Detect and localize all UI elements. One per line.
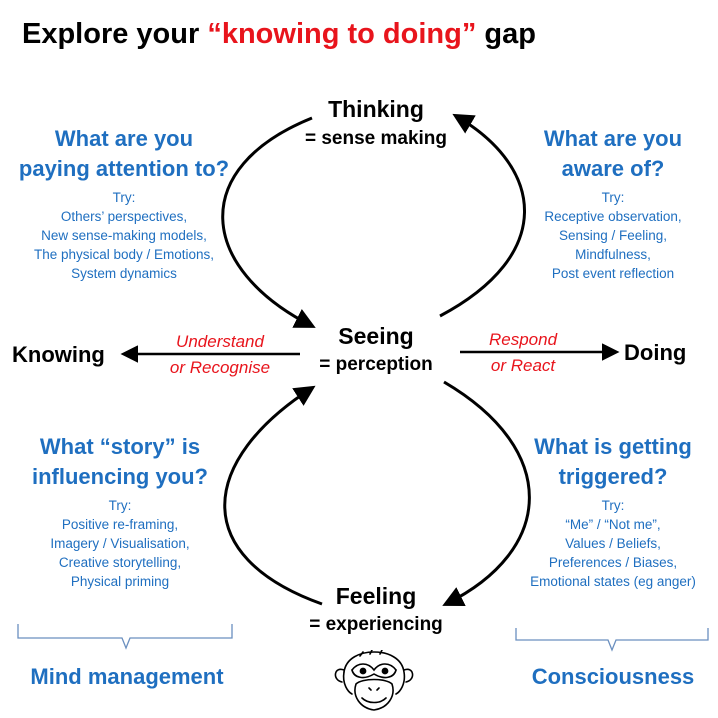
question-line: paying attention to? — [18, 156, 230, 181]
question-top-left: What are you paying attention to? — [0, 124, 248, 184]
question-line: triggered? — [558, 464, 668, 489]
node-knowing: Knowing — [12, 342, 105, 367]
try-item: Others’ perspectives, — [60, 209, 188, 224]
arrow-label-right: Respond or React — [468, 327, 578, 379]
arrow-label-right-line1: Respond — [488, 330, 558, 349]
try-item: The physical body / Emotions, — [33, 247, 215, 262]
page-title: Explore your “knowing to doing” gap — [22, 18, 536, 51]
arrow-feeling-to-seeing — [223, 385, 323, 606]
try-list-bottom-right: Try: “Me” / “Not me”, Values / Beliefs, … — [508, 496, 718, 591]
quadrant-bottom-left: What “story” is influencing you? Try: Po… — [0, 432, 240, 591]
node-feeling-label: Feeling — [335, 583, 417, 609]
title-highlight: “knowing to doing” — [207, 18, 477, 50]
try-item: Preferences / Biases, — [548, 555, 678, 570]
try-label: Try: — [112, 190, 136, 205]
arrow-label-right-line2: or React — [490, 356, 556, 375]
monkey-face-icon — [334, 650, 414, 711]
try-item: Positive re-framing, — [61, 517, 179, 532]
quadrant-bottom-right: What is getting triggered? Try: “Me” / “… — [508, 432, 718, 591]
bracket-right — [515, 628, 709, 652]
node-thinking-sub: = sense making — [304, 128, 448, 149]
try-list-top-right: Try: Receptive observation, Sensing / Fe… — [508, 188, 718, 283]
try-item: Creative storytelling, — [58, 555, 182, 570]
question-line: aware of? — [561, 156, 665, 181]
try-list-top-left: Try: Others’ perspectives, New sense-mak… — [0, 188, 248, 283]
question-line: What are you — [54, 126, 194, 151]
question-line: What is getting — [534, 434, 692, 459]
title-suffix: gap — [476, 18, 536, 50]
arrow-seeing-to-thinking — [439, 113, 526, 318]
bracket-left — [17, 624, 233, 650]
title-prefix: Explore your — [22, 18, 208, 50]
question-line: influencing you? — [32, 464, 208, 489]
arrow-label-left-line2: or Recognise — [169, 358, 271, 377]
try-item: “Me” / “Not me”, — [565, 517, 661, 532]
question-line: What are you — [543, 126, 683, 151]
try-label: Try: — [601, 190, 625, 205]
try-item: Receptive observation, — [544, 209, 682, 224]
node-doing: Doing — [624, 340, 687, 365]
node-seeing-label: Seeing — [338, 323, 414, 349]
node-seeing-sub: = perception — [319, 354, 433, 375]
try-item: Imagery / Visualisation, — [50, 536, 190, 551]
question-bottom-right: What is getting triggered? — [508, 432, 718, 492]
arrow-label-left-line1: Understand — [176, 332, 264, 351]
try-item: Values / Beliefs, — [565, 536, 661, 551]
question-bottom-left: What “story” is influencing you? — [0, 432, 240, 492]
try-item: New sense-making models, — [41, 228, 207, 243]
try-item: Post event reflection — [551, 266, 675, 281]
footer-mind-management: Mind management — [30, 664, 224, 689]
quadrant-top-left: What are you paying attention to? Try: O… — [0, 124, 248, 283]
try-label: Try: — [601, 498, 625, 513]
arrow-label-left: Understand or Recognise — [150, 329, 290, 381]
arrow-thinking-to-seeing — [221, 116, 316, 328]
try-label: Try: — [108, 498, 132, 513]
question-line: What “story” is — [39, 434, 201, 459]
try-item: Physical priming — [70, 574, 170, 589]
node-feeling-sub: = experiencing — [309, 614, 443, 635]
try-item: Mindfulness, — [575, 247, 651, 262]
question-top-right: What are you aware of? — [508, 124, 718, 184]
quadrant-top-right: What are you aware of? Try: Receptive ob… — [508, 124, 718, 283]
try-list-bottom-left: Try: Positive re-framing, Imagery / Visu… — [0, 496, 240, 591]
arrow-seeing-to-feeling — [442, 380, 531, 606]
node-thinking-label: Thinking — [328, 96, 424, 122]
try-item: Sensing / Feeling, — [558, 228, 668, 243]
try-item: Emotional states (eg anger) — [530, 574, 696, 589]
try-item: System dynamics — [71, 266, 177, 281]
footer-consciousness: Consciousness — [531, 664, 695, 689]
